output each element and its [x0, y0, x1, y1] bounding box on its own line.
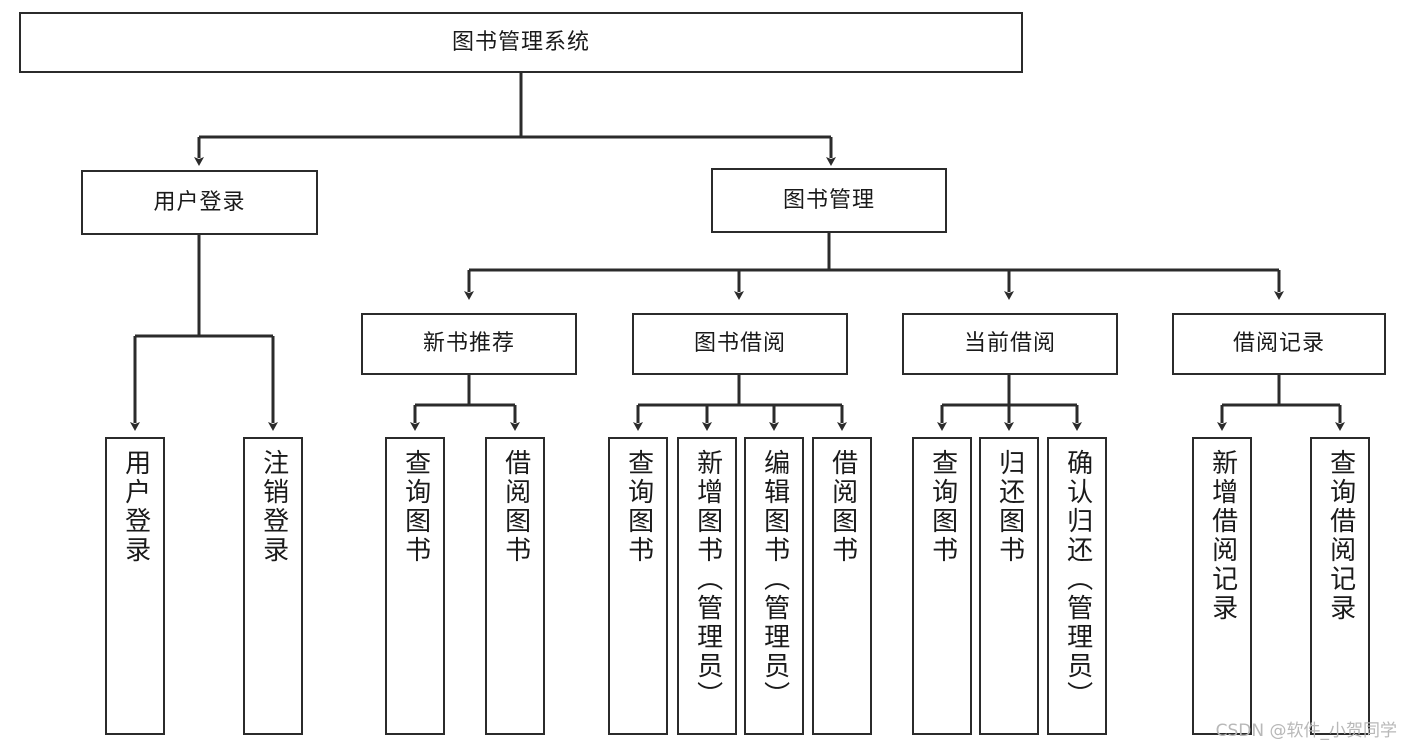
leaf-confirm-return-admin[interactable]: 确认归还（管理员）	[1047, 437, 1107, 735]
leaf-edit-book-admin[interactable]: 编辑图书（管理员）	[744, 437, 804, 735]
node-book-borrow[interactable]: 图书借阅	[632, 313, 848, 375]
leaf-borrow-book-recommend[interactable]: 借阅图书	[485, 437, 545, 735]
node-book-management-label: 图书管理	[782, 187, 875, 213]
leaf-borrow-book[interactable]: 借阅图书	[812, 437, 872, 735]
node-borrow-record[interactable]: 借阅记录	[1172, 313, 1386, 375]
node-current-borrow-label: 当前借阅	[963, 331, 1056, 356]
leaf-logout-label: 注销登录	[258, 449, 289, 565]
leaf-edit-book-admin-label: 编辑图书（管理员）	[759, 449, 790, 710]
node-book-borrow-label: 图书借阅	[693, 331, 786, 356]
node-root-label: 图书管理系统	[451, 29, 590, 55]
leaf-return-book-label: 归还图书	[994, 449, 1025, 565]
leaf-user-login-label: 用户登录	[120, 449, 151, 565]
leaf-return-book[interactable]: 归还图书	[979, 437, 1039, 735]
leaf-user-login[interactable]: 用户登录	[105, 437, 165, 735]
leaf-query-book-borrow-label: 查询图书	[623, 449, 654, 565]
leaf-query-book-current-label: 查询图书	[927, 449, 958, 565]
leaf-add-borrow-record-label: 新增借阅记录	[1207, 449, 1238, 623]
node-borrow-record-label: 借阅记录	[1232, 331, 1325, 356]
node-new-book-recommend[interactable]: 新书推荐	[361, 313, 577, 375]
csdn-watermark: CSDN @软件_小贺同学	[1215, 721, 1397, 741]
leaf-borrow-book-recommend-label: 借阅图书	[500, 449, 531, 565]
node-user-login[interactable]: 用户登录	[81, 170, 318, 235]
node-current-borrow[interactable]: 当前借阅	[902, 313, 1118, 375]
leaf-borrow-book-label: 借阅图书	[827, 449, 858, 565]
node-root-book-management-system[interactable]: 图书管理系统	[19, 12, 1023, 73]
leaf-add-book-admin[interactable]: 新增图书（管理员）	[677, 437, 737, 735]
leaf-query-borrow-record[interactable]: 查询借阅记录	[1310, 437, 1370, 735]
leaf-query-book-recommend[interactable]: 查询图书	[385, 437, 445, 735]
node-user-login-label: 用户登录	[153, 189, 246, 215]
leaf-confirm-return-admin-label: 确认归还（管理员）	[1062, 449, 1093, 710]
node-book-management[interactable]: 图书管理	[711, 168, 947, 233]
leaf-query-borrow-record-label: 查询借阅记录	[1325, 449, 1356, 623]
leaf-query-book-borrow[interactable]: 查询图书	[608, 437, 668, 735]
node-new-book-recommend-label: 新书推荐	[422, 331, 515, 356]
leaf-logout[interactable]: 注销登录	[243, 437, 303, 735]
leaf-query-book-recommend-label: 查询图书	[400, 449, 431, 565]
leaf-query-book-current[interactable]: 查询图书	[912, 437, 972, 735]
leaf-add-book-admin-label: 新增图书（管理员）	[692, 449, 723, 710]
leaf-add-borrow-record[interactable]: 新增借阅记录	[1192, 437, 1252, 735]
